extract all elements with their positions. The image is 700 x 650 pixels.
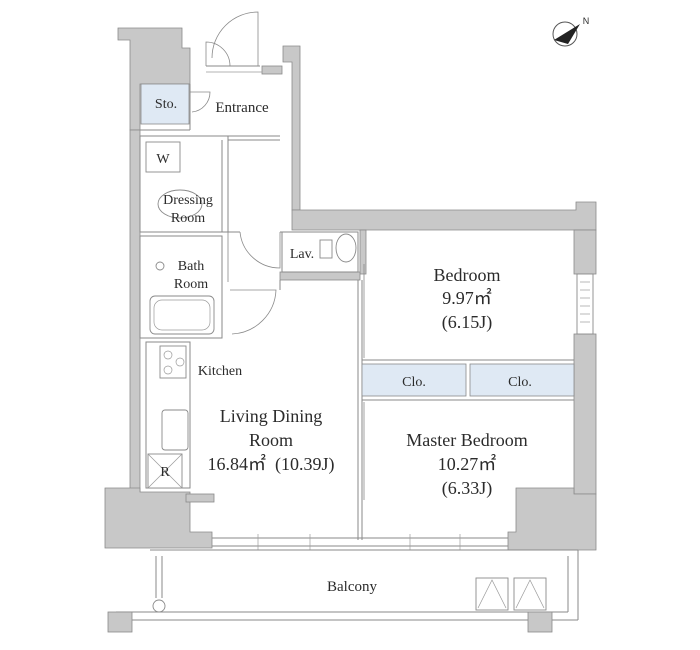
bedroom-area: 9.97㎡ [442, 287, 492, 308]
washer-box [145, 141, 181, 173]
fixtures [145, 141, 547, 613]
storage-label: Sto. [155, 97, 177, 112]
bedroom-label: Bedroom [434, 265, 501, 285]
closet-label-right: Clo. [508, 375, 532, 390]
bath-room-label: Bath [178, 259, 204, 274]
north-arrow-icon: N [552, 16, 590, 47]
lavatory-label: Lav. [290, 247, 314, 262]
master-bedroom-area: 10.27㎡ [438, 453, 497, 474]
bathtub [149, 295, 215, 335]
stove [159, 345, 187, 379]
master-bedroom-label: Master Bedroom [406, 430, 527, 450]
master-bedroom-tatami: (6.33J) [442, 478, 493, 499]
walls [104, 27, 597, 551]
doors [190, 11, 365, 500]
entrance-label: Entrance [215, 100, 269, 116]
bedroom-tatami: (6.15J) [442, 312, 493, 333]
kitchen-sink [161, 409, 189, 451]
refrigerator-label: R [160, 465, 170, 480]
bath-room-label-2: Room [174, 277, 208, 292]
living-dining-label-2: Room [249, 430, 293, 450]
living-dining-area: 16.84㎡ (10.39J) [208, 453, 335, 475]
living-dining-label: Living Dining [220, 406, 323, 426]
kitchen-label: Kitchen [198, 364, 242, 379]
washer-label: W [156, 152, 170, 167]
room-labels: Sto. Entrance W Dressing Room Bath Room … [155, 97, 532, 595]
wash-basin [157, 189, 203, 219]
faucet [155, 261, 165, 271]
dressing-room-label-2: Room [171, 211, 205, 226]
toilet [335, 233, 357, 263]
interior-lines [107, 65, 594, 633]
dressing-room-label: Dressing [163, 193, 213, 208]
balcony-label: Balcony [327, 579, 377, 595]
closet-label-left: Clo. [402, 375, 426, 390]
compass-label: N [583, 16, 590, 26]
drain [152, 599, 166, 613]
